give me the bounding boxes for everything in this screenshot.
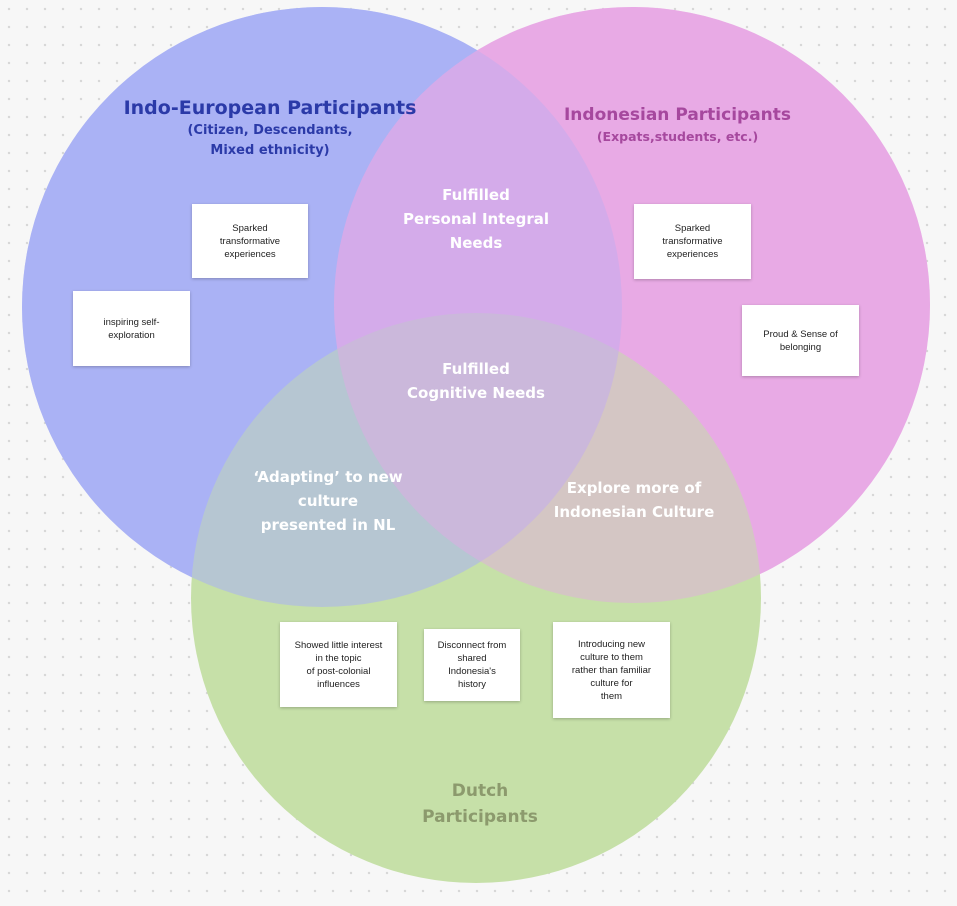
note-nl-disconnect-line-1: Disconnect from (437, 640, 507, 651)
note-nl-disconnect-line-4: history (458, 679, 486, 690)
overlap-tint-id (334, 7, 930, 603)
sticky-note-nl-little-interest[interactable]: Showed little interest in the topic of p… (280, 622, 397, 707)
note-id-proud-line-1: Proud & Sense of (763, 328, 838, 340)
note-ie-inspiring-line-2: exploration (108, 329, 155, 341)
overlap-ie-nl-line-1: ‘Adapting’ to new (253, 468, 403, 486)
note-nl-little-interest-line-1: Showed little interest (294, 639, 383, 651)
overlap-id-nl-line-2: Indonesian Culture (553, 503, 715, 521)
note-ie-sparked-line-1: Sparked (232, 222, 268, 234)
note-nl-introducing-line-1: Introducing new (577, 638, 646, 650)
overlap-tint-ie (22, 7, 622, 607)
note-id-sparked-line-2: transformative (662, 236, 723, 247)
note-id-proud-line-2: belonging (779, 341, 822, 353)
note-nl-introducing-line-3: rather than familiar (571, 664, 652, 676)
overlap-ie-id-line-2: Personal Integral (403, 210, 549, 228)
note-nl-introducing-line-5: them (600, 690, 623, 702)
note-nl-little-interest-line-4: influences (317, 678, 360, 690)
note-nl-little-interest-line-3: of post-colonial (306, 665, 371, 677)
note-nl-disconnect-line-3: Indonesia's (448, 666, 496, 677)
sticky-note-ie-inspiring[interactable]: inspiring self- exploration (73, 291, 190, 366)
indo-european-subtitle-1: (Citizen, Descendants, (187, 123, 353, 138)
overlap-label-personal-integral-needs: Fulfilled Personal Integral Needs (360, 183, 592, 255)
note-id-sparked-line-1: Sparked (674, 223, 711, 234)
overlap-center-line-2: Cognitive Needs (407, 384, 545, 402)
overlap-ie-id-line-3: Needs (449, 234, 503, 252)
note-ie-inspiring-line-1: inspiring self- (103, 316, 160, 328)
dutch-title: Dutch Participants (370, 778, 590, 830)
indo-european-title-text: Indo-European Participants (123, 97, 417, 119)
sticky-note-id-proud[interactable]: Proud & Sense of belonging (742, 305, 859, 376)
note-nl-disconnect-line-2: shared (457, 653, 487, 664)
note-nl-little-interest-line-2: in the topic (315, 652, 362, 664)
overlap-label-adapting: ‘Adapting’ to new culture presented in N… (210, 465, 446, 537)
sticky-note-ie-sparked[interactable]: Sparked transformative experiences (192, 204, 308, 278)
indo-european-title: Indo-European Participants (Citizen, Des… (100, 95, 440, 161)
overlap-label-cognitive-needs: Fulfilled Cognitive Needs (370, 357, 582, 405)
overlap-ie-nl-line-3: presented in NL (260, 516, 396, 534)
note-nl-introducing-line-4: culture for (590, 677, 633, 689)
indonesian-title: Indonesian Participants (Expats,students… (525, 103, 830, 147)
sticky-note-id-sparked[interactable]: Sparked transformative experiences (634, 204, 751, 279)
indo-european-subtitle-2: Mixed ethnicity) (210, 143, 330, 158)
overlap-ie-id-line-1: Fulfilled (442, 186, 510, 204)
note-nl-introducing-line-2: culture to them (580, 651, 643, 663)
dutch-title-line-1: Dutch (451, 781, 509, 801)
overlap-ie-nl-line-2: culture (297, 492, 359, 510)
note-id-sparked-line-3: experiences (666, 249, 719, 260)
indonesian-title-text: Indonesian Participants (563, 105, 792, 125)
indonesian-subtitle: (Expats,students, etc.) (596, 129, 759, 144)
note-ie-sparked-line-2: transformative (219, 235, 281, 247)
overlap-id-nl-line-1: Explore more of (566, 479, 702, 497)
overlap-center-line-1: Fulfilled (442, 360, 510, 378)
sticky-note-nl-disconnect[interactable]: Disconnect from shared Indonesia's histo… (424, 629, 520, 701)
note-ie-sparked-line-3: experiences (224, 248, 276, 260)
dutch-title-line-2: Participants (422, 807, 538, 827)
overlap-label-explore-culture: Explore more of Indonesian Culture (518, 476, 750, 524)
sticky-note-nl-introducing[interactable]: Introducing new culture to them rather t… (553, 622, 670, 718)
